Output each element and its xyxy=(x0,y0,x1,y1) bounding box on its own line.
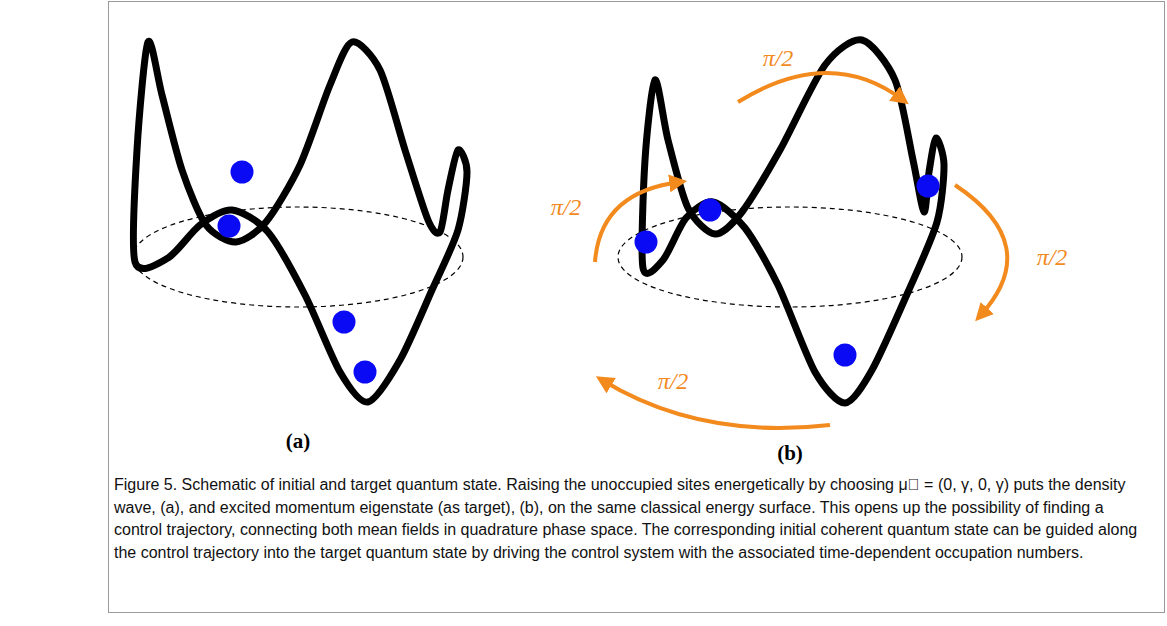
panel-label: (a) xyxy=(286,429,311,454)
particle-dot xyxy=(699,199,722,222)
figure-caption: Figure 5. Schematic of initial and targe… xyxy=(114,474,1154,564)
energy-curve xyxy=(642,40,944,403)
panel-label: (b) xyxy=(777,441,803,466)
rotation-arrow xyxy=(595,182,680,262)
particle-dot xyxy=(218,215,241,238)
particle-dot xyxy=(231,161,254,184)
rotation-arrow xyxy=(602,380,830,428)
energy-curve xyxy=(133,41,467,402)
particle-dot xyxy=(333,311,356,334)
particle-dot xyxy=(354,361,377,384)
particle-dot xyxy=(834,344,857,367)
angle-label: π/2 xyxy=(1037,244,1068,271)
rotation-arrow xyxy=(738,73,903,102)
angle-label: π/2 xyxy=(658,368,689,395)
dashed-ellipse xyxy=(133,207,463,307)
particle-dot xyxy=(917,175,940,198)
rotation-arrow xyxy=(955,185,1007,316)
figure-frame xyxy=(109,2,1165,613)
angle-label: π/2 xyxy=(763,45,794,72)
angle-label: π/2 xyxy=(551,194,582,221)
particle-dot xyxy=(635,231,658,254)
